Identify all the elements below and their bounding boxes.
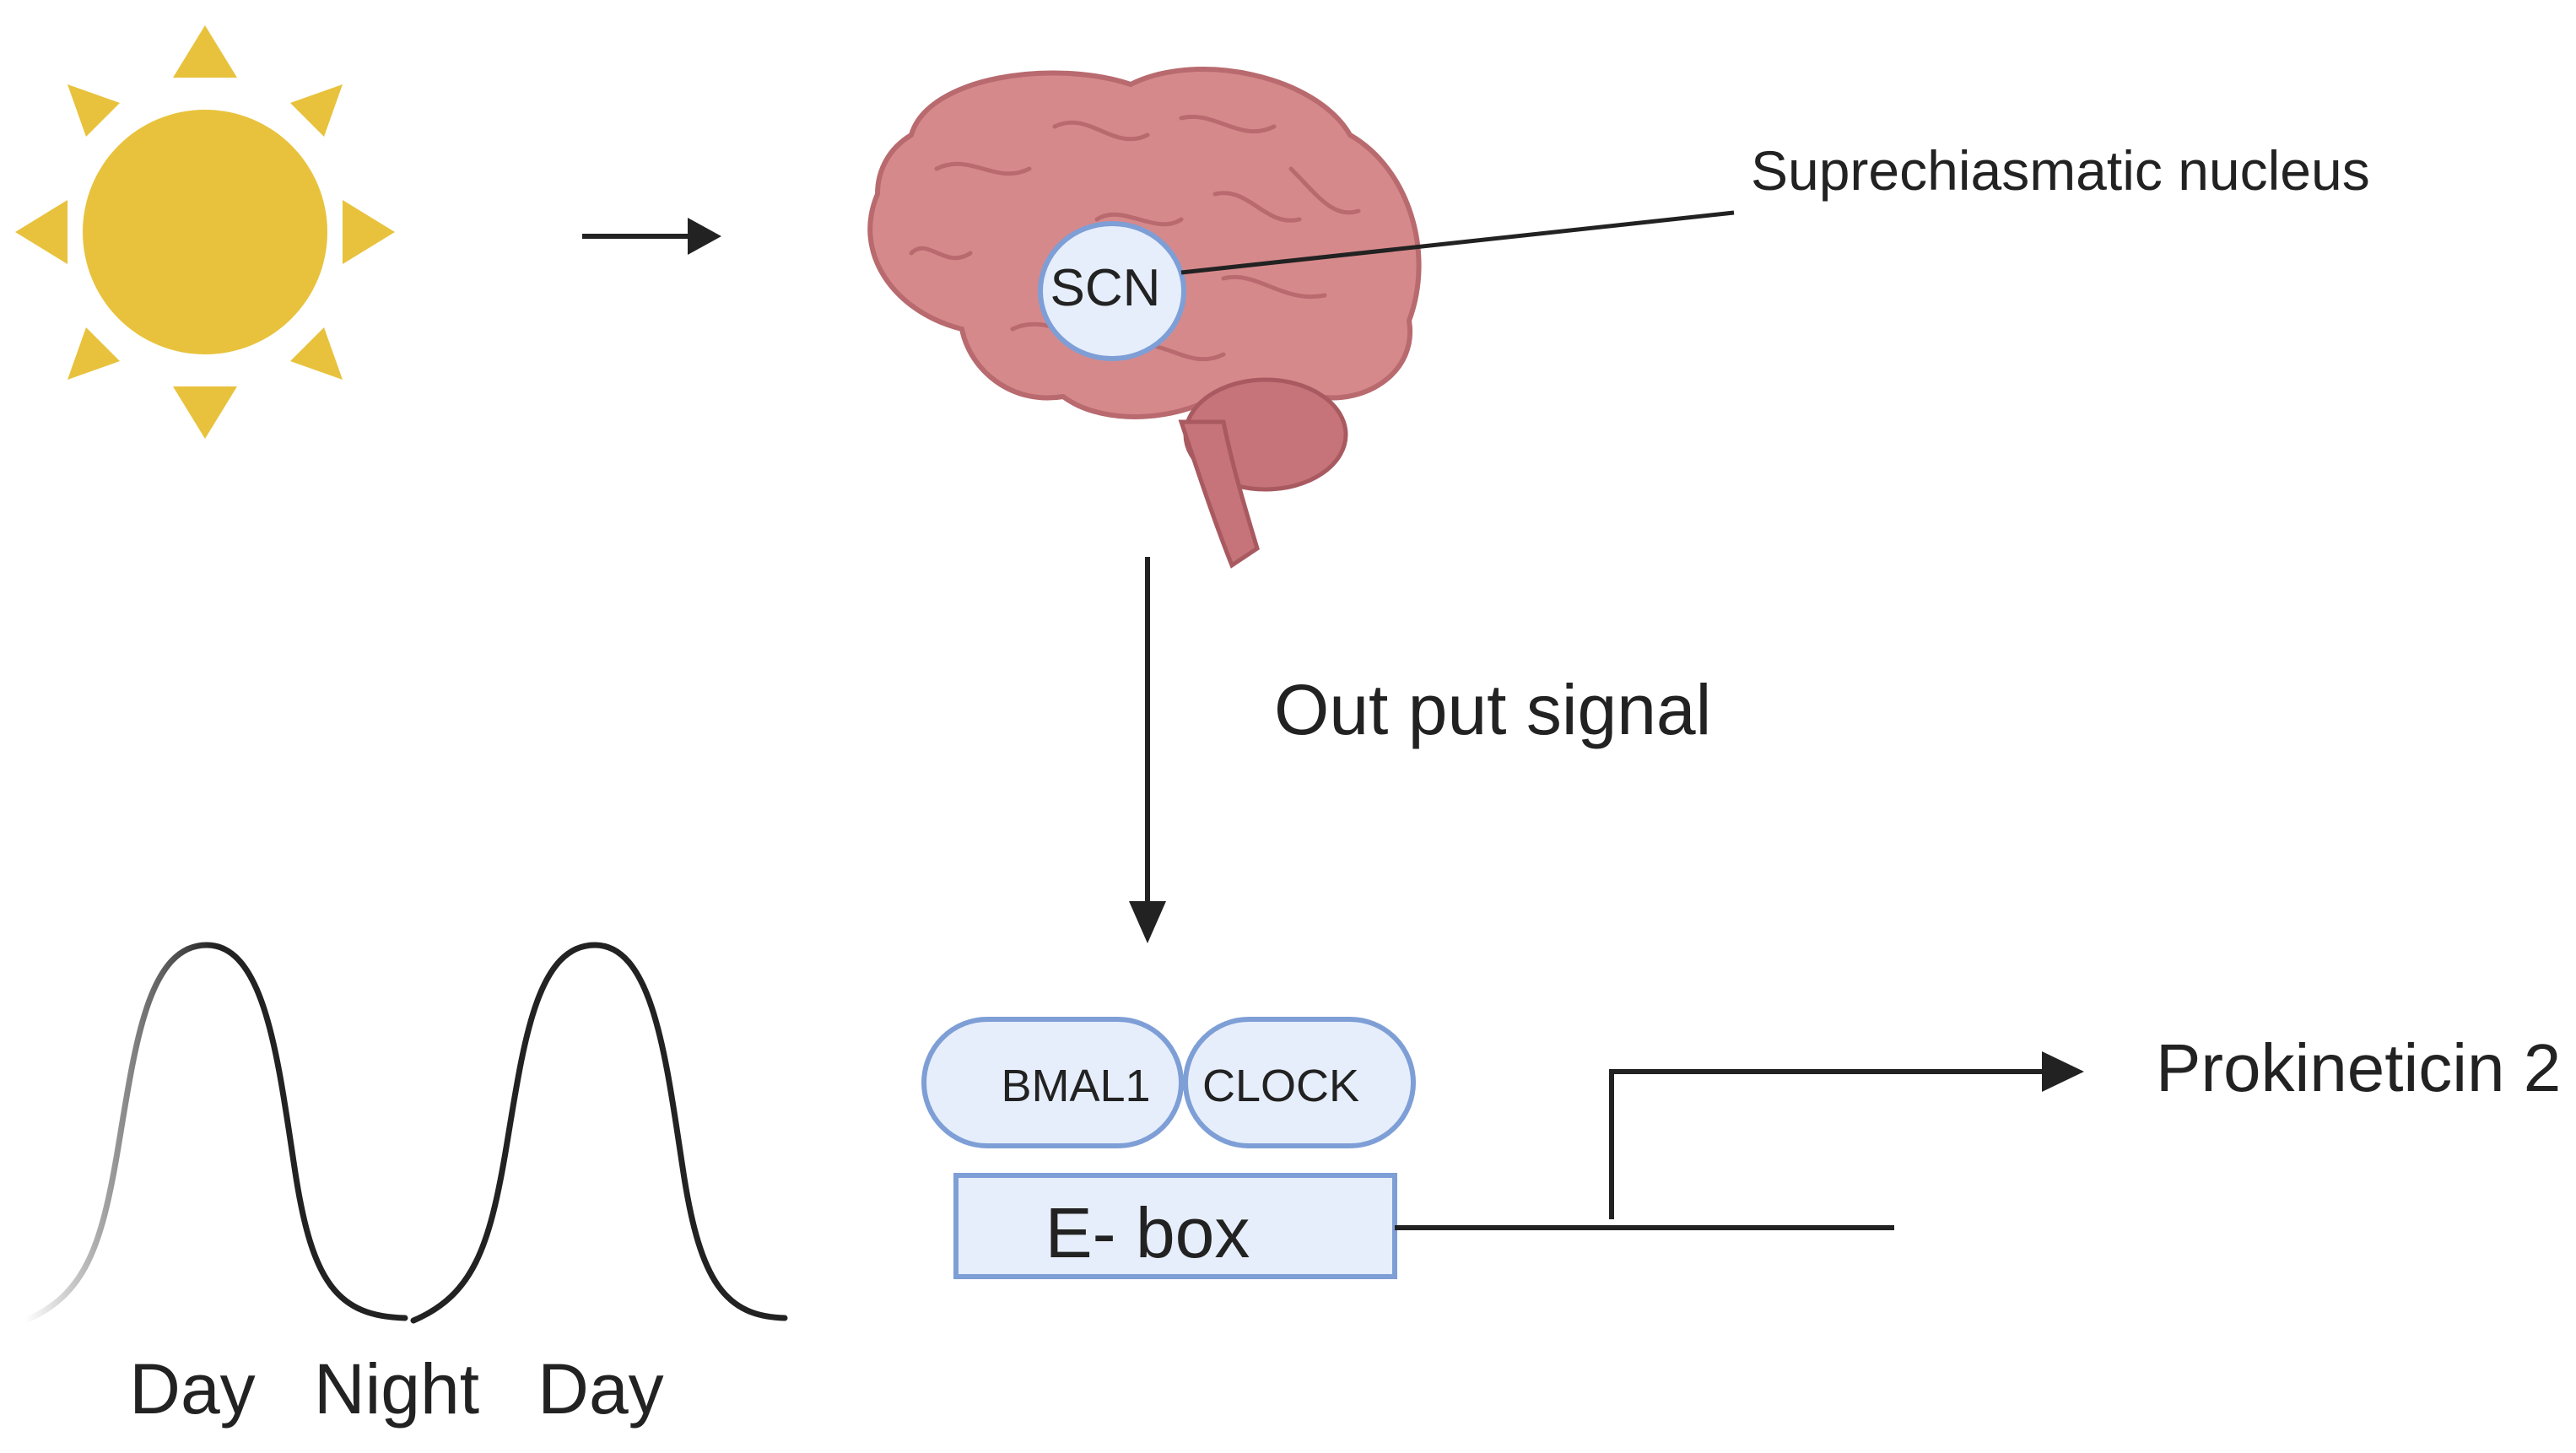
scn-full-label: Suprechiasmatic nucleus	[1751, 139, 2370, 202]
sun-icon	[15, 25, 395, 439]
scn-node: SCN	[1038, 221, 1186, 361]
clock-label: CLOCK	[1202, 1061, 1359, 1111]
clock-node: CLOCK	[1183, 1017, 1416, 1148]
day-label-2: Day	[537, 1349, 663, 1429]
bmal1-label: BMAL1	[1001, 1061, 1150, 1111]
scn-leader-line	[1180, 210, 1735, 275]
ebox-label: E- box	[1045, 1193, 1250, 1272]
prokineticin-label: Prokineticin 2	[2156, 1030, 2561, 1105]
day-label-1: Day	[129, 1349, 255, 1429]
transcription-arrow	[1395, 1051, 2084, 1230]
output-signal-label: Out put signal	[1274, 670, 1711, 749]
ebox-node: E- box	[953, 1173, 1397, 1279]
night-label: Night	[314, 1349, 479, 1429]
bmal1-node: BMAL1	[921, 1017, 1184, 1148]
scn-label: SCN	[1050, 259, 1161, 317]
sun-to-brain-arrow	[582, 218, 721, 255]
output-arrow	[1129, 557, 1166, 943]
circadian-wave	[22, 942, 788, 1324]
